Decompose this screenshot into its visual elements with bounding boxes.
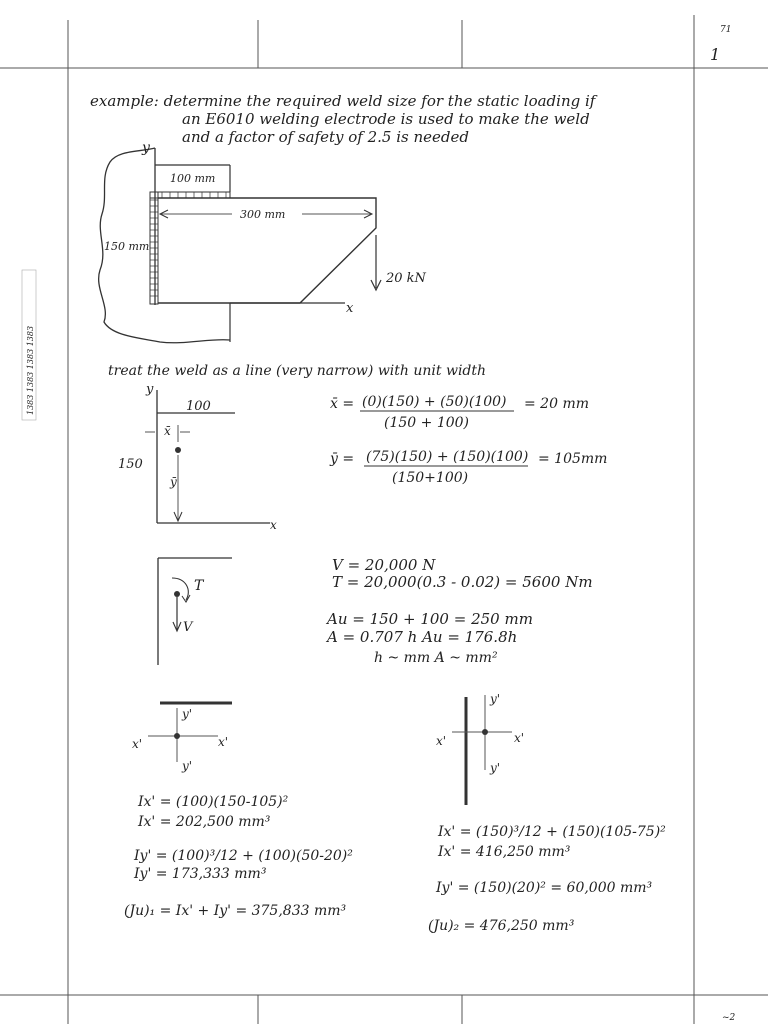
left-yp-top: y' <box>181 707 192 721</box>
left-eq-iy-2: Iy' = 173,333 mm³ <box>133 866 267 882</box>
ybar-lhs: ȳ = <box>329 451 354 467</box>
dim-150mm: 150 mm <box>104 240 149 253</box>
shear-label: V <box>183 620 194 635</box>
right-xp-right: x' <box>514 731 524 745</box>
right-eq-ju2: (Ju)₂ = 476,250 mm³ <box>428 918 575 934</box>
dim-100mm: 100 mm <box>170 172 215 185</box>
xbar-numerator: (0)(150) + (50)(100) <box>362 394 507 410</box>
problem-line-1: example: determine the required weld siz… <box>90 92 598 110</box>
xbar-lhs: x̄ = <box>330 396 354 412</box>
load-20kN: 20 kN <box>385 271 427 286</box>
eq-A: A = 0.707 h Au = 176.8h <box>325 628 517 646</box>
eq-V: V = 20,000 N <box>332 556 436 574</box>
eq-Au: Au = 150 + 100 = 250 mm <box>325 610 533 628</box>
xbar-symbol: x̄ <box>164 424 171 438</box>
corner-mark-top: 71 <box>720 25 731 35</box>
corner-mark-bottom: ~2 <box>722 1013 736 1023</box>
torque-label: T <box>194 578 205 594</box>
right-yp-bottom: y' <box>489 761 500 775</box>
ybar-result: = 105mm <box>538 451 607 467</box>
fig2-dim-150: 150 <box>118 457 143 472</box>
ybar-numerator: (75)(150) + (150)(100) <box>366 449 528 465</box>
bracket-figure: y 100 mm 300 mm <box>98 140 427 344</box>
fig1-x-label: x <box>346 301 354 316</box>
load-figure: T V <box>157 557 232 665</box>
ybar-denominator: (150+100) <box>392 470 468 486</box>
eq-units: h ~ mm A ~ mm² <box>374 650 498 666</box>
wall-outline <box>98 147 231 344</box>
right-eq-ix-1: Ix' = (150)³/12 + (150)(105-75)² <box>437 824 666 840</box>
left-xp-left: x' <box>132 737 142 751</box>
left-eq-ix-2: Ix' = 202,500 mm³ <box>137 814 271 830</box>
horizontal-segment-figure: y' y' x' x' <box>132 701 232 773</box>
fig2-y-label: y <box>145 382 154 397</box>
problem-line-2: an E6010 welding electrode is used to ma… <box>182 110 590 128</box>
weld-line-figure: y x 100 150 x̄ ȳ <box>118 382 277 532</box>
xbar-denominator: (150 + 100) <box>384 415 469 431</box>
vertical-segment-figure: y' y' x' x' <box>436 692 524 805</box>
left-eq-ju1: (Ju)₁ = Ix' + Iy' = 375,833 mm³ <box>124 903 347 919</box>
fig1-y-label: y <box>141 140 151 156</box>
fig2-dim-100: 100 <box>186 399 211 414</box>
right-eq-ix-2: Ix' = 416,250 mm³ <box>437 844 571 860</box>
treat-weld-heading: treat the weld as a line (very narrow) w… <box>108 363 486 379</box>
left-eq-iy-1: Iy' = (100)³/12 + (100)(50-20)² <box>133 848 353 864</box>
left-xp-right: x' <box>218 735 228 749</box>
right-eq-iy: Iy' = (150)(20)² = 60,000 mm³ <box>435 880 653 896</box>
margin-stamp: 1383 1383 1383 1383 <box>21 269 37 421</box>
right-yp-top: y' <box>489 692 500 706</box>
dim-300mm: 300 mm <box>240 208 285 221</box>
fig2-x-label: x <box>270 518 277 532</box>
ybar-symbol: ȳ <box>169 475 177 489</box>
left-yp-bottom: y' <box>181 759 192 773</box>
problem-line-3: and a factor of safety of 2.5 is needed <box>182 128 469 146</box>
left-eq-ix-1: Ix' = (100)(150-105)² <box>137 794 289 810</box>
right-xp-left: x' <box>436 734 446 748</box>
margin-stamp-text: 1383 1383 1383 1383 <box>26 326 35 415</box>
weld-hatching <box>150 192 227 297</box>
page-frame <box>0 15 768 1024</box>
xbar-result: = 20 mm <box>524 396 589 412</box>
centroid-dot <box>175 447 181 453</box>
eq-T: T = 20,000(0.3 - 0.02) = 5600 Nm <box>332 573 593 591</box>
page-number: 1 <box>710 45 720 64</box>
